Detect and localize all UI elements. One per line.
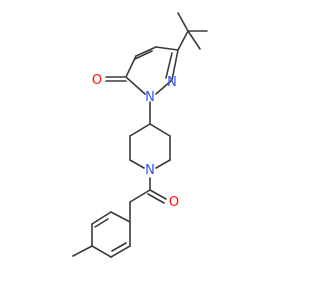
ring-nitrogen-1-label: N <box>145 90 155 105</box>
ketone-group <box>105 76 127 82</box>
tert-butyl-group <box>177 12 208 51</box>
structure-svg: O N N N O <box>72 12 208 258</box>
piperidine-nitrogen-label: N <box>145 163 155 178</box>
ring-nitrogen-2-label: N <box>167 75 177 90</box>
methyl-bond <box>72 245 93 257</box>
acyl-chain <box>129 177 167 223</box>
tolyl-ring <box>91 211 131 258</box>
ketone-oxygen-label: O <box>92 73 102 88</box>
amide-oxygen-label: O <box>169 195 179 210</box>
piperidine-ring <box>129 123 171 169</box>
pyridazinone-ring <box>125 46 179 95</box>
structure-diagram: O N N N O <box>72 12 208 258</box>
